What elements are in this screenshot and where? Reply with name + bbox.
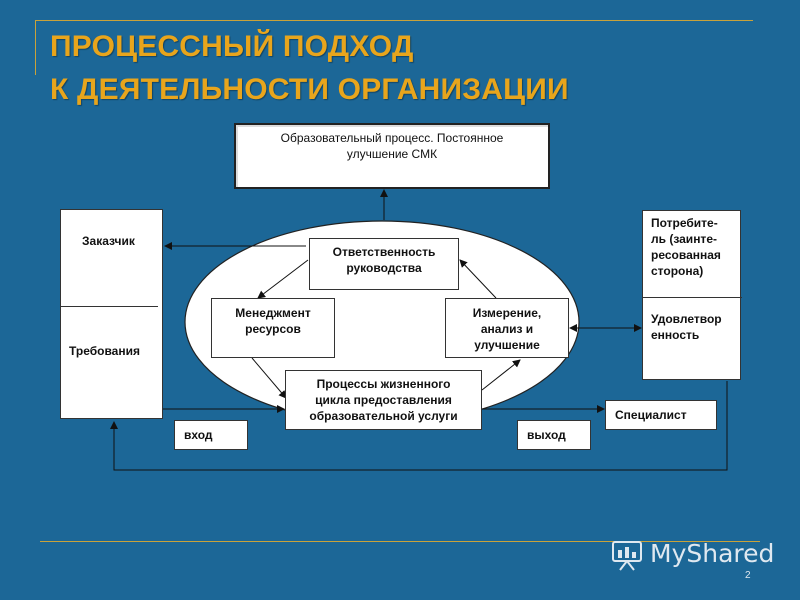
resource-management-text: Менеджмент ресурсов bbox=[235, 306, 311, 336]
watermark-text: MyShared bbox=[650, 539, 775, 568]
output-label: выход bbox=[527, 428, 566, 442]
customer-box: Заказчик Требования bbox=[60, 209, 163, 419]
consumer-label: Потребите- ль (заинте- ресованная сторон… bbox=[651, 216, 721, 278]
page-number: 2 bbox=[745, 570, 751, 581]
quality-improvement-text: Образовательный процесс. Постоянное улуч… bbox=[280, 131, 504, 161]
input-box: вход bbox=[174, 420, 248, 450]
input-label: вход bbox=[184, 428, 213, 442]
specialist-box: Специалист bbox=[605, 400, 717, 430]
bottom-accent-line bbox=[40, 541, 760, 542]
measurement-box: Измерение, анализ и улучшение bbox=[445, 298, 569, 358]
consumer-box: Потребите- ль (заинте- ресованная сторон… bbox=[642, 210, 742, 380]
watermark-icon bbox=[612, 541, 642, 571]
lifecycle-processes-text: Процессы жизненного цикла предоставления… bbox=[309, 377, 458, 423]
top-accent-line bbox=[35, 20, 753, 21]
slide-title-line-1: ПРОЦЕССНЫЙ ПОДХОД bbox=[50, 30, 414, 63]
requirements-label: Требования bbox=[69, 344, 140, 358]
customer-divider bbox=[61, 306, 158, 307]
measurement-text: Измерение, анализ и улучшение bbox=[472, 306, 542, 352]
slide-title-line-2: К ДЕЯТЕЛЬНОСТИ ОРГАНИЗАЦИИ bbox=[50, 73, 569, 106]
resource-management-box: Менеджмент ресурсов bbox=[211, 298, 335, 358]
management-responsibility-box: Ответственность руководства bbox=[309, 238, 459, 290]
left-accent-line bbox=[35, 20, 36, 75]
management-responsibility-text: Ответственность руководства bbox=[332, 245, 436, 275]
quality-improvement-box: Образовательный процесс. Постоянное улуч… bbox=[234, 123, 550, 189]
consumer-divider bbox=[643, 297, 742, 298]
satisfaction-label: Удовлетвор енность bbox=[651, 312, 722, 342]
customer-label: Заказчик bbox=[82, 234, 135, 248]
specialist-label: Специалист bbox=[615, 408, 687, 422]
lifecycle-processes-box: Процессы жизненного цикла предоставления… bbox=[285, 370, 482, 430]
output-box: выход bbox=[517, 420, 591, 450]
